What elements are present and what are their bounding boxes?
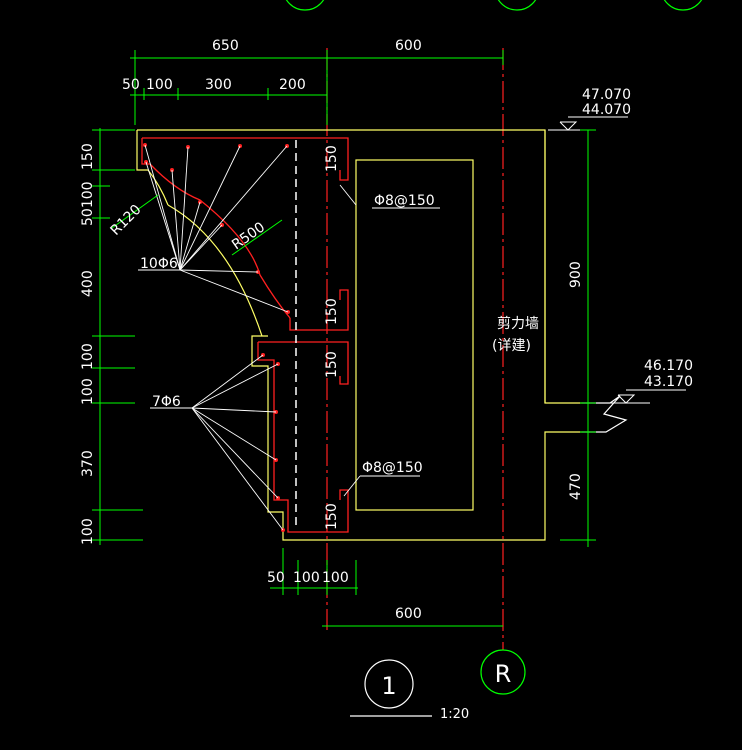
dim-left-2: 50100	[80, 181, 96, 226]
bar-leaders	[138, 144, 440, 531]
detail-number: 1	[381, 672, 396, 700]
bars-lower-label: 7Φ6	[152, 394, 181, 410]
radius-small-label: R120	[108, 202, 145, 239]
dim-right-lower: 470	[568, 473, 584, 500]
detail-scale: 1:20	[440, 707, 469, 722]
dim-top-overall-left: 650	[212, 38, 239, 54]
elevation-mid-1: 46.170	[644, 358, 693, 374]
dim-bottom-overall: 600	[395, 606, 422, 622]
axis-label: R	[495, 660, 512, 688]
dim-bottom-c: 100	[322, 570, 349, 586]
dim-bottom-b: 100	[293, 570, 320, 586]
stirrup-lower-label: Φ8@150	[362, 460, 423, 476]
drawing-text: 650 600 50 100 300 200 50 100 100 600 15…	[80, 38, 693, 622]
elevation-mid-2: 43.170	[644, 374, 693, 390]
dim-inner-2: 150	[324, 298, 340, 325]
axis-lines	[326, 48, 504, 650]
detail-callout: 1 1:20	[350, 659, 469, 722]
dim-top-d: 200	[279, 77, 306, 93]
dim-left-3: 400	[80, 270, 96, 297]
dim-top-b: 100	[146, 77, 173, 93]
section-outline	[136, 129, 582, 541]
dim-inner-4: 150	[324, 503, 340, 530]
top-grid-bubbles	[285, 0, 703, 11]
dim-left-5: 100	[80, 378, 96, 405]
stirrup-upper-label: Φ8@150	[374, 193, 435, 209]
bars-upper-label: 10Φ6	[140, 256, 178, 272]
dim-left-4: 100	[80, 343, 96, 370]
dim-top-c: 300	[205, 77, 232, 93]
break-line	[582, 395, 628, 433]
dim-left-1: 150	[80, 143, 96, 170]
dimension-lines	[92, 50, 596, 627]
dim-left-6: 370	[80, 450, 96, 477]
radius-large-label: R500	[229, 219, 268, 253]
dim-bottom-a: 50	[267, 570, 285, 586]
rebar-cage	[141, 137, 349, 533]
axis-bubble: R	[480, 649, 526, 695]
elevation-top-1: 47.070	[582, 87, 631, 103]
wall-label-1: 剪力墙	[497, 316, 539, 332]
radius-leaders	[111, 194, 283, 256]
dim-top-a: 50	[122, 77, 140, 93]
dim-right-upper: 900	[568, 261, 584, 288]
dim-top-overall-right: 600	[395, 38, 422, 54]
dim-inner-1: 150	[324, 145, 340, 172]
elevation-top-2: 44.070	[582, 102, 631, 118]
dim-left-7: 100	[80, 518, 96, 545]
dim-inner-3: 150	[324, 351, 340, 378]
wall-label-2: (详建)	[492, 338, 531, 354]
elevation-markers	[548, 116, 686, 404]
